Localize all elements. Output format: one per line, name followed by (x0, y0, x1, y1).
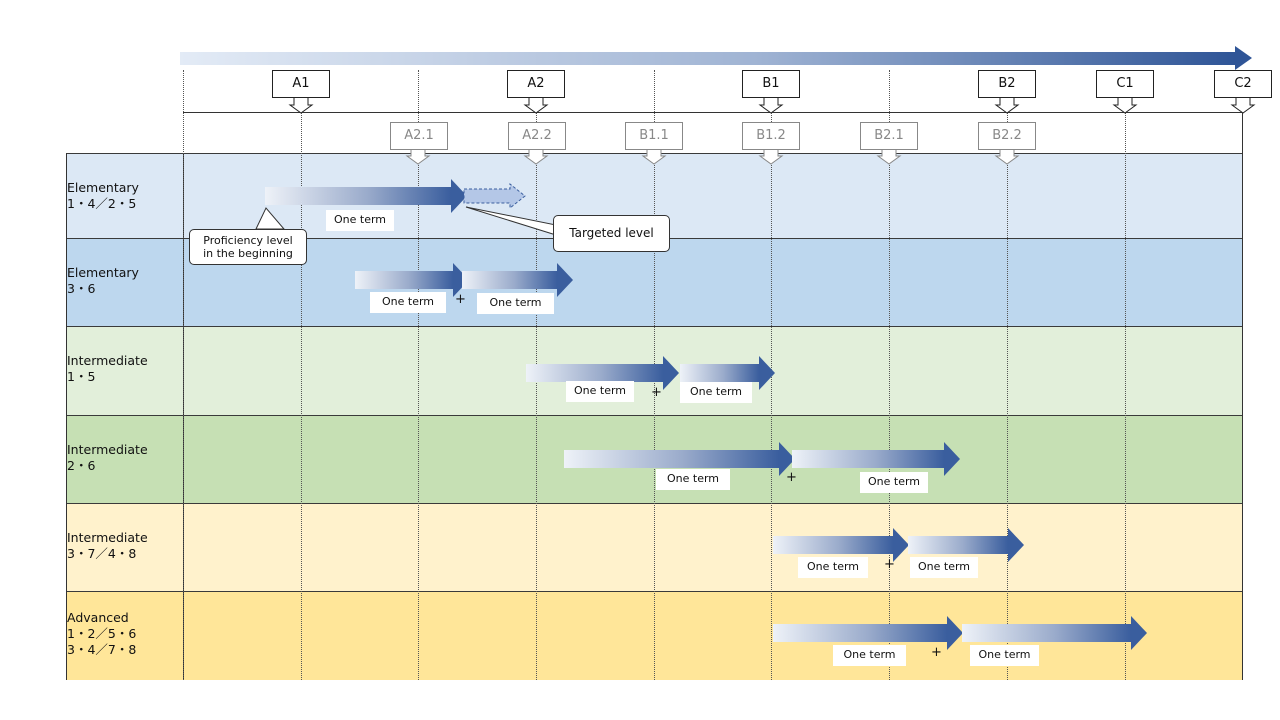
plus-sign: + (786, 470, 797, 485)
tail-c1 (1112, 98, 1138, 114)
level-callout-b1: B1 (742, 70, 800, 98)
tail-b1 (758, 98, 784, 114)
tail-b2-1 (876, 149, 902, 165)
row-label-advanced: Advanced 1・2／5・6 3・4／7・8 (67, 610, 137, 657)
row-label-intermediate-1: Intermediate 1・5 (67, 353, 148, 384)
tail-a2-2 (523, 149, 549, 165)
note-beginning-level: Proficiency level in the beginning (189, 229, 307, 265)
tail-b1-1 (641, 149, 667, 165)
term-label: One term (910, 557, 978, 578)
callout-tails (288, 98, 1256, 165)
term-label: One term (833, 645, 906, 666)
note-targeted-level: Targeted level (553, 215, 670, 252)
term-label: One term (798, 557, 868, 578)
target-dashed-arrow (463, 182, 526, 210)
tail-a1 (288, 98, 314, 114)
table-left-border (66, 153, 67, 680)
guide-line-a2-1 (418, 70, 419, 680)
tail-b2-2 (994, 149, 1020, 165)
term-label: One term (326, 210, 394, 231)
row-label-elementary-2: Elementary 3・6 (67, 265, 139, 296)
term-label: One term (370, 292, 446, 313)
term-label: One term (860, 472, 928, 493)
tail-c2 (1230, 98, 1256, 114)
sublevel-callout-b2-1: B2.1 (860, 122, 918, 150)
guide-line-start (183, 70, 184, 680)
level-callout-c2: C2 (1214, 70, 1272, 98)
row-label-elementary-1: Elementary 1・4／2・5 (67, 180, 139, 211)
row-label-intermediate-3: Intermediate 3・7／4・8 (67, 530, 148, 561)
level-callout-b2: B2 (978, 70, 1036, 98)
level-progression-arrow-head (1235, 46, 1252, 70)
guide-line-b2 (1007, 70, 1008, 680)
guide-line-c1 (1125, 70, 1126, 680)
term-label: One term (970, 645, 1039, 666)
level-callout-c1: C1 (1096, 70, 1154, 98)
term-label: One term (680, 382, 752, 403)
sublevel-callout-a2-2: A2.2 (508, 122, 566, 150)
level-callout-a2: A2 (507, 70, 565, 98)
plus-sign: + (884, 557, 895, 572)
row-label-intermediate-2: Intermediate 2・6 (67, 442, 148, 473)
level-callout-a1: A1 (272, 70, 330, 98)
sublevel-callout-b1-1: B1.1 (625, 122, 683, 150)
guide-line-b2-1 (889, 70, 890, 680)
tail-b1-2 (758, 149, 784, 165)
sublevel-callout-a2-1: A2.1 (390, 122, 448, 150)
level-progression-arrow (180, 52, 1235, 65)
sublevel-callout-b2-2: B2.2 (978, 122, 1036, 150)
plus-sign: + (931, 645, 942, 660)
table-right-border (1242, 100, 1243, 680)
plus-sign: + (651, 385, 662, 400)
guide-line-a1 (301, 70, 302, 680)
cefr-axis-line (183, 112, 1242, 113)
term-label: One term (566, 381, 634, 402)
tail-a2 (523, 98, 549, 114)
tail-b2 (994, 98, 1020, 114)
term-label: One term (656, 469, 730, 490)
plus-sign: + (455, 292, 466, 307)
tail-a2-1 (405, 149, 431, 165)
sublevel-callout-b1-2: B1.2 (742, 122, 800, 150)
term-label: One term (477, 293, 554, 314)
